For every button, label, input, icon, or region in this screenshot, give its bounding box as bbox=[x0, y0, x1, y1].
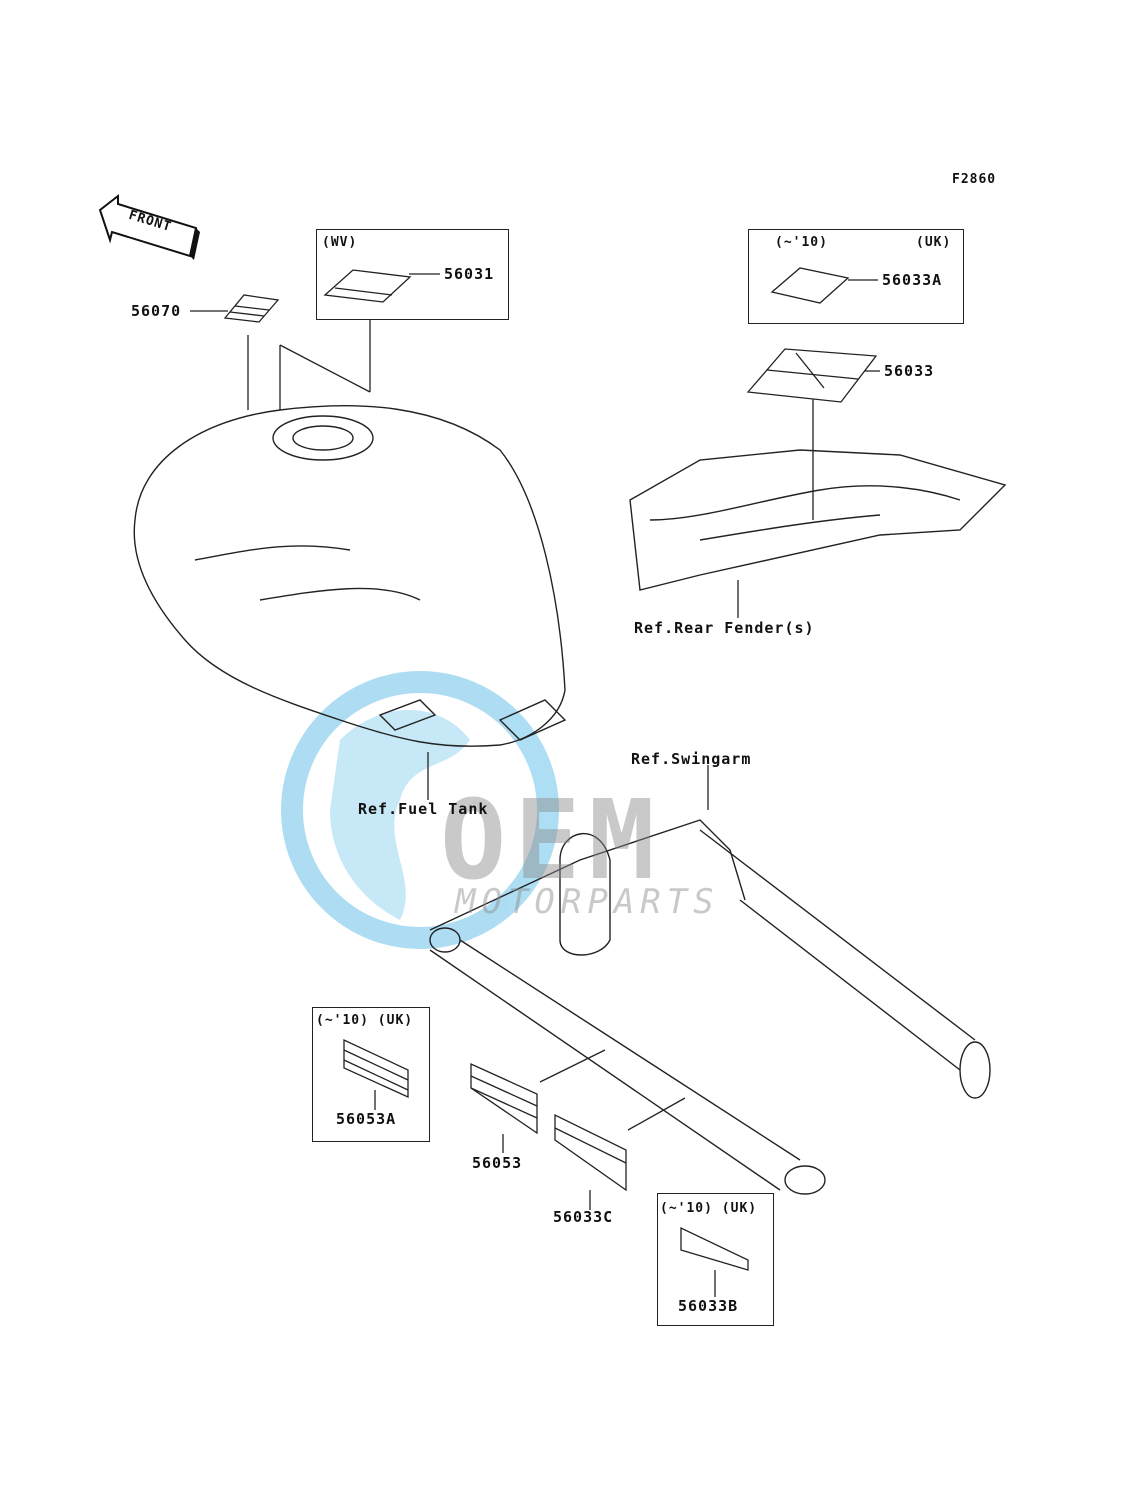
box-rear-top-condition-left: (~'10) bbox=[775, 235, 828, 250]
part-56033B: 56033B bbox=[678, 1297, 739, 1315]
watermark-main: OEM bbox=[440, 776, 663, 904]
figure-code: F2860 bbox=[952, 172, 997, 187]
part-56033C: 56033C bbox=[553, 1208, 614, 1226]
part-56031: 56031 bbox=[444, 265, 495, 283]
part-56053: 56053 bbox=[472, 1154, 523, 1172]
rear-fender-drawing bbox=[629, 449, 1007, 591]
box-wv-condition: (WV) bbox=[322, 235, 358, 250]
front-arrow-icon bbox=[98, 193, 200, 260]
fuel-tank-drawing bbox=[133, 405, 567, 747]
label-stickers bbox=[223, 267, 878, 1271]
part-56033A: 56033A bbox=[882, 271, 943, 289]
ref-rear-fender: Ref.Rear Fender(s) bbox=[634, 619, 815, 637]
swingarm-drawing bbox=[429, 819, 991, 1195]
ref-fuel-tank: Ref.Fuel Tank bbox=[358, 800, 489, 818]
box-rear-top bbox=[748, 229, 964, 324]
ref-swingarm: Ref.Swingarm bbox=[631, 750, 752, 768]
part-56033: 56033 bbox=[884, 362, 935, 380]
watermark-sub: MOTORPARTS bbox=[455, 882, 720, 922]
part-56070: 56070 bbox=[131, 302, 182, 320]
box-wv bbox=[316, 229, 509, 320]
box-right-bottom bbox=[657, 1193, 774, 1326]
box-left-bottom-condition: (~'10) (UK) bbox=[316, 1013, 414, 1028]
box-left-bottom bbox=[312, 1007, 430, 1142]
box-rear-top-condition-right: (UK) bbox=[916, 235, 952, 250]
watermark-logo bbox=[281, 671, 559, 949]
box-right-bottom-condition: (~'10) (UK) bbox=[660, 1201, 758, 1216]
part-56053A: 56053A bbox=[336, 1110, 397, 1128]
